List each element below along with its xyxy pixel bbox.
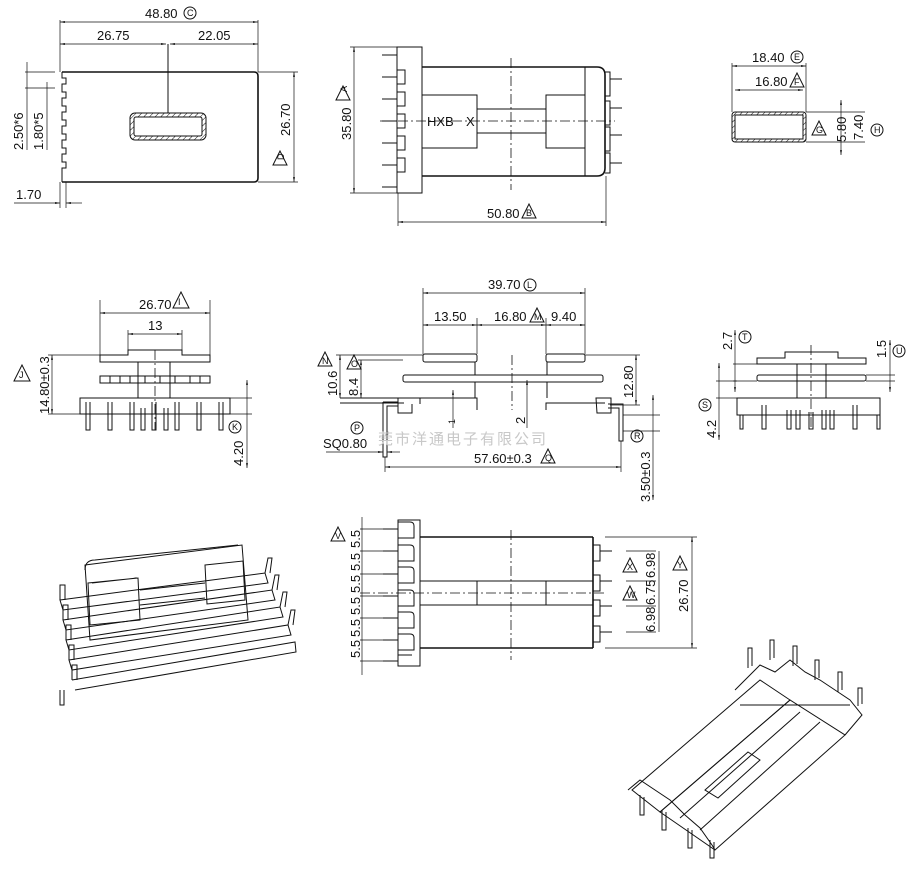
marker-q: Q <box>545 453 552 463</box>
dim-r1: 1 <box>447 419 457 424</box>
dim-thickness: 1.70 <box>16 187 41 202</box>
dim-h1: 10.6 <box>325 371 340 396</box>
dim-overall: 39.70 <box>488 277 521 292</box>
dim-pin-length: 4.20 <box>231 441 246 466</box>
dim-pin-sq: SQ0.80 <box>323 436 367 451</box>
marker-s: S <box>702 400 708 410</box>
dim-s: 4.2 <box>704 420 719 438</box>
marker-u: U <box>896 346 903 356</box>
dim-width: 50.80 <box>487 206 520 221</box>
marker-k: K <box>232 422 238 432</box>
dim-height: 35.80 <box>339 107 354 140</box>
marker-x: X <box>627 562 633 572</box>
view-mid-right: 2.7 T 1.5 U 4.2 S <box>698 330 906 440</box>
dim-right-3: 6.98 <box>643 607 658 632</box>
dim-outer-width: 18.40 <box>752 50 785 65</box>
marker-o: O <box>351 359 358 369</box>
marker-i: I <box>178 297 181 307</box>
dim-pitch-5: 5.5 <box>348 619 363 637</box>
dim-inner-height: 5.80 <box>834 117 849 142</box>
dim-u: 1.5 <box>874 340 889 358</box>
dim-right: 22.05 <box>198 28 231 43</box>
marking-hxb: HXB <box>427 114 454 129</box>
marker-w: W <box>627 590 636 600</box>
marker-d: D <box>276 153 286 160</box>
dim-height: 14.80±0.3 <box>37 356 52 414</box>
dim-h2: 8.4 <box>346 378 361 396</box>
dim-seg-right: 9.40 <box>551 309 576 324</box>
marker-l: L <box>527 280 532 290</box>
isometric-view-right <box>627 639 863 859</box>
dim-inner-width: 16.80 <box>755 74 788 89</box>
dim-pin-len: 3.50±0.3 <box>638 451 653 502</box>
pitch-labels: 5.5 5.5 5.5 5.5 5.5 5.5 <box>348 530 363 658</box>
dim-outer-height: 7.40 <box>851 115 866 140</box>
dim-left: 26.75 <box>97 28 130 43</box>
dim-overall: 48.80 <box>145 6 178 21</box>
dim-pitch-3: 5.5 <box>348 575 363 593</box>
dim-pitch-4: 5.5 <box>348 597 363 615</box>
marker-m: M <box>534 312 542 322</box>
dim-pitch-2: 5.5 <box>348 553 363 571</box>
dim-right-1: 6.98 <box>643 553 658 578</box>
marker-t: T <box>742 332 748 342</box>
view-top-left: 48.80 C 26.75 22.05 26.70 D 2.50*6 1.80*… <box>11 6 298 208</box>
view-mid-center: 1 2 39.70 L 13.50 16.80 M 9.40 10.6 8.4 … <box>317 277 660 502</box>
dim-t: 2.7 <box>720 332 735 350</box>
dim-pitch-inner: 1.80*5 <box>31 112 46 150</box>
marker-j: J <box>19 370 24 380</box>
isometric-view-left <box>59 544 297 706</box>
marker-b: B <box>526 208 532 218</box>
marker-a: A <box>339 86 349 92</box>
dim-pitch-outer: 2.50*6 <box>11 112 26 150</box>
dim-height: 26.70 <box>278 103 293 136</box>
view-top-right: 18.40 E 16.80 F 5.80 G 7.40 H <box>731 50 884 155</box>
dim-h3: 12.80 <box>621 365 636 398</box>
marker-h: H <box>874 125 881 135</box>
view-mid-left: 26.70 I 13 14.80±0.3 J 4.20 K <box>13 290 252 468</box>
marker-g: G <box>816 125 823 135</box>
marker-p: P <box>354 423 360 433</box>
marker-n: N <box>322 356 329 366</box>
dim-core-width: 13 <box>148 318 162 333</box>
marking-x: X <box>466 114 475 129</box>
marker-v: V <box>335 531 341 541</box>
dim-right-2: 6.75 <box>643 580 658 605</box>
marker-r: R <box>634 431 641 441</box>
dim-overall: 26.70 <box>676 579 691 612</box>
marker-f: F <box>794 77 800 87</box>
marker-c: C <box>187 8 194 18</box>
marker-e: E <box>794 52 800 62</box>
dim-flange-width: 26.70 <box>139 297 172 312</box>
dim-span: 57.60±0.3 <box>474 451 532 466</box>
dim-seg-left: 13.50 <box>434 309 467 324</box>
view-top-center: HXB X 35.80 A 50.80 B <box>335 46 622 226</box>
dim-r2: 2 <box>513 417 528 424</box>
dim-pitch-1: 5.5 <box>348 530 363 548</box>
dim-seg-mid: 16.80 <box>494 309 527 324</box>
view-bottom-center: 5.5 5.5 5.5 5.5 5.5 5.5 V 6.98 6.75 6.98 26.7… <box>330 517 697 675</box>
marker-y: Y <box>677 560 683 570</box>
watermark: 莞市洋通电子有限公司 <box>378 430 548 448</box>
dim-pitch-6: 5.5 <box>348 640 363 658</box>
